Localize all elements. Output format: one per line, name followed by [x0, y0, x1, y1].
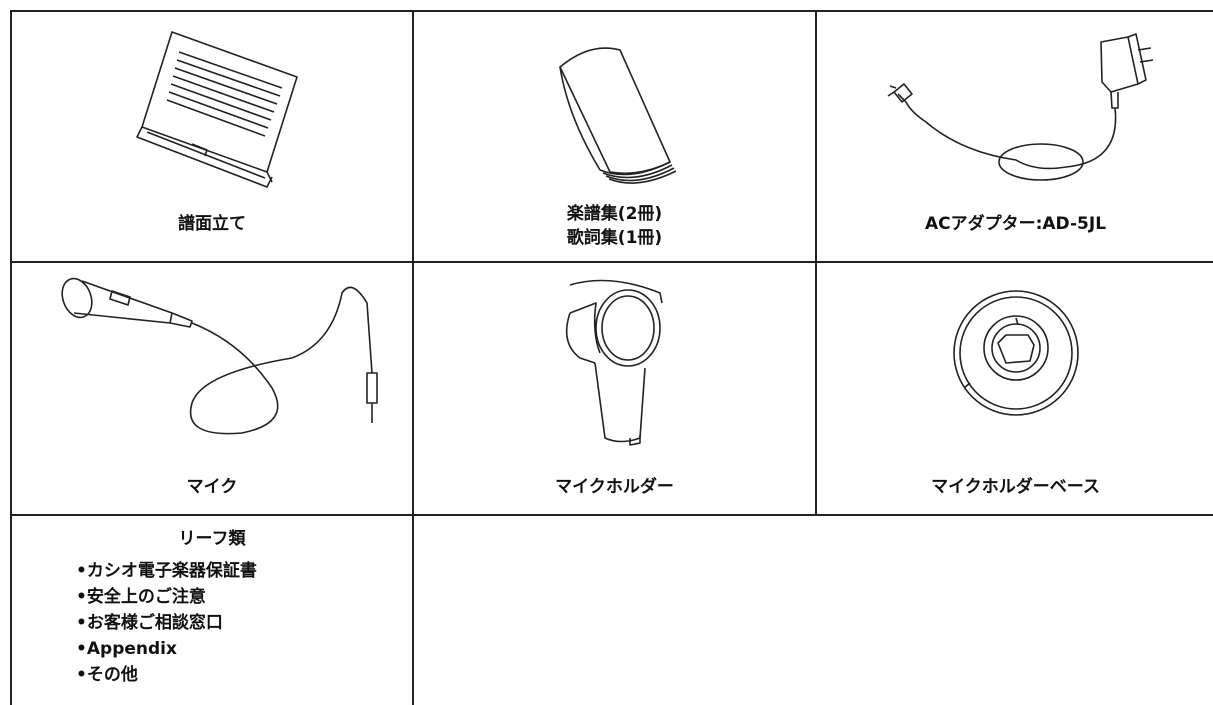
cell-microphone: マイク [10, 261, 412, 514]
microphone-icon [42, 273, 382, 458]
microphone-holder-base-icon [946, 273, 1086, 433]
songbook-icon [530, 22, 700, 192]
leaflets-list: •カシオ電子楽器保証書 •安全上のご注意 •お客様ご相談窓口 •Appendix… [76, 558, 257, 688]
cell-microphone-holder-base: マイクホルダーベース [815, 261, 1213, 514]
item-label-line: 歌詞集(1冊) [566, 228, 663, 248]
item-label: 譜面立て [178, 214, 246, 234]
list-item: •Appendix [76, 639, 177, 659]
item-label: 楽譜集(2冊) 歌詞集(1冊) [414, 202, 815, 250]
item-label: マイクホルダー [555, 477, 674, 497]
microphone-holder-icon [550, 273, 680, 458]
cell-leaflets: リーフ類 •カシオ電子楽器保証書 •安全上のご注意 •お客様ご相談窓口 •App… [10, 514, 412, 705]
cell-microphone-holder: マイクホルダー [412, 261, 815, 514]
list-item: •お客様ご相談窓口 [76, 613, 223, 633]
item-label-line: 楽譜集(2冊) [566, 204, 663, 224]
table-row: 譜面立て 楽譜集(2冊) 歌詞集(1冊) [10, 10, 1213, 261]
cell-music-stand: 譜面立て [10, 10, 412, 261]
item-label: マイクホルダーベース [931, 477, 1100, 497]
item-label: ACアダプター:AD-5JL [924, 214, 1107, 234]
leaflets-title: リーフ類 [178, 529, 246, 549]
ac-adapter-icon [866, 22, 1166, 192]
table-row: マイク マイクホルダー [10, 261, 1213, 514]
accessories-table: 譜面立て 楽譜集(2冊) 歌詞集(1冊) [10, 10, 1213, 705]
cell-ac-adapter: ACアダプター:AD-5JL [815, 10, 1213, 261]
list-item: •その他 [76, 665, 138, 685]
cell-songbooks: 楽譜集(2冊) 歌詞集(1冊) [412, 10, 815, 261]
empty-cell [412, 514, 1213, 705]
list-item: •安全上のご注意 [76, 587, 206, 607]
item-label: マイク [186, 477, 238, 497]
list-item: •カシオ電子楽器保証書 [76, 561, 257, 581]
music-stand-icon [117, 22, 307, 192]
table-row: リーフ類 •カシオ電子楽器保証書 •安全上のご注意 •お客様ご相談窓口 •App… [10, 514, 1213, 705]
